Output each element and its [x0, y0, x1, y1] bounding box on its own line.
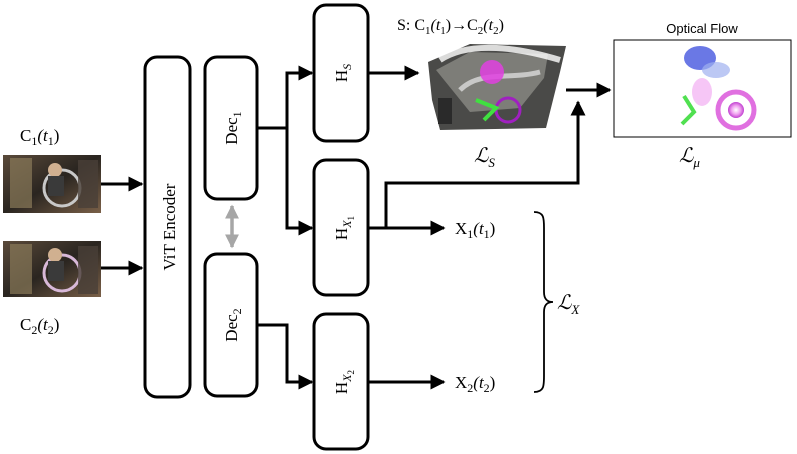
svg-text:C2(t2): C2(t2) [20, 315, 59, 337]
vit-encoder-label: ViT Encoder [160, 183, 179, 270]
svg-text:C1(t1): C1(t1) [20, 126, 59, 148]
optical-flow-image [613, 39, 792, 138]
svg-text:ℒS: ℒS [474, 145, 495, 170]
arrow-dec1-to-head-s [257, 65, 314, 130]
svg-text:S: C1(t1)→C2(t2): S: C1(t1)→C2(t2) [397, 17, 504, 37]
input-label-c2: C2(t2) [20, 315, 59, 337]
input-frame-c1 [3, 155, 101, 213]
head-x1-label: HX1 [332, 216, 356, 240]
scene-flow-point-cloud [428, 44, 566, 130]
vit-encoder-block [143, 55, 192, 399]
head-s-label: HS [332, 64, 354, 82]
output-x2-label: X2(t2) [455, 373, 495, 395]
decoder-2-label: Dec2 [222, 308, 244, 341]
arrow-dec2-to-head-x2 [257, 323, 314, 390]
svg-text:ℒX: ℒX [557, 292, 580, 317]
output-x1-label: X1(t1) [455, 219, 495, 241]
arrow-head-x1-to-optical-flow [384, 100, 586, 228]
scene-flow-title: S: C1(t1)→C2(t2) [397, 17, 504, 37]
head-x2-label: HX2 [332, 370, 356, 394]
svg-text:ℒμ: ℒμ [679, 145, 700, 170]
input-frame-c2 [3, 241, 101, 297]
decoder-1-label: Dec1 [222, 111, 244, 144]
loss-optical-flow: ℒμ [679, 145, 700, 170]
loss-scene-flow: ℒS [474, 145, 495, 170]
svg-text:X2(t2): X2(t2) [455, 373, 495, 395]
arrow-dec1-to-head-x1 [285, 128, 314, 236]
input-label-c1: C1(t1) [20, 126, 59, 148]
svg-text:X1(t1): X1(t1) [455, 219, 495, 241]
optical-flow-title: Optical Flow [666, 21, 738, 36]
output-group-brace [533, 211, 554, 393]
loss-pointmap: ℒX [557, 292, 580, 317]
